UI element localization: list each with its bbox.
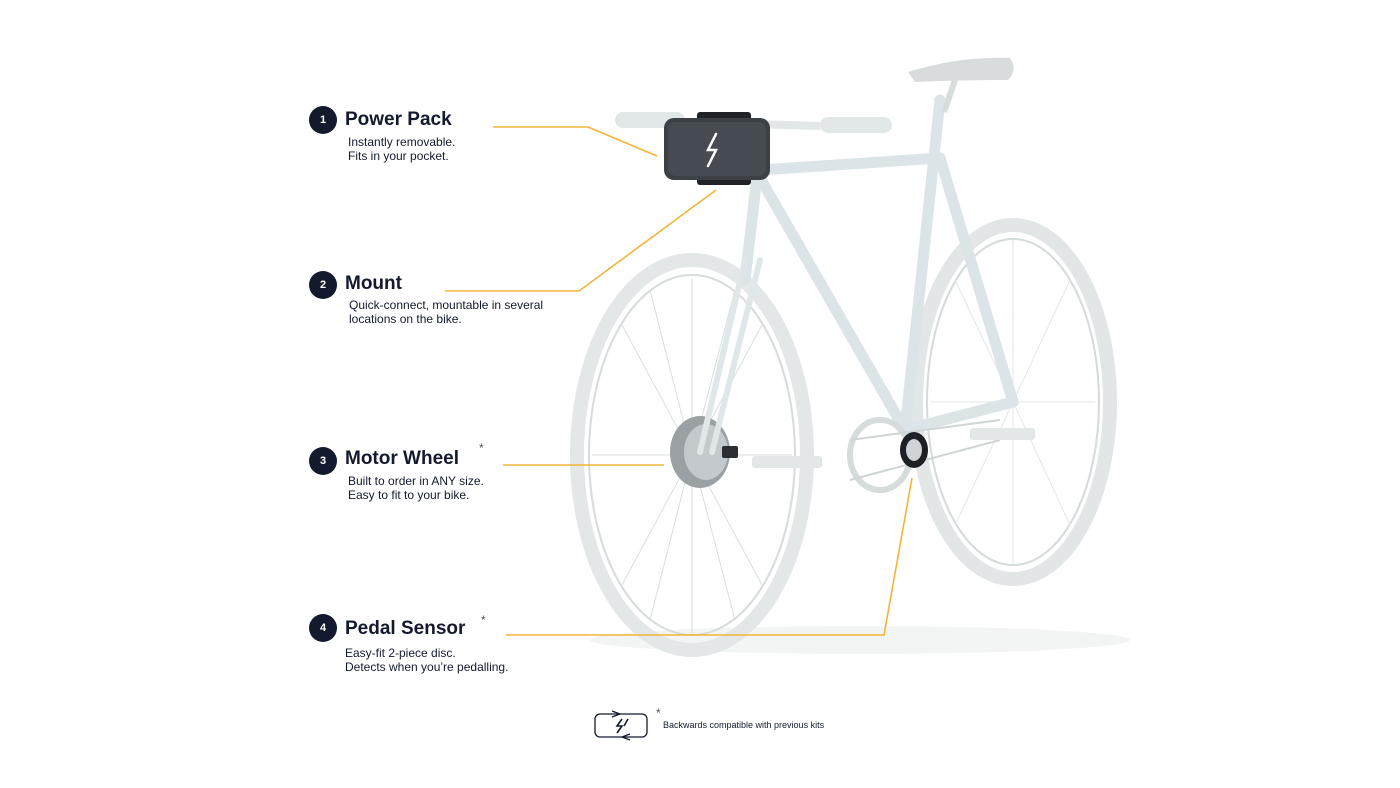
callout-number-badge: 3 [309, 447, 337, 475]
callout-title: Mount [345, 273, 402, 294]
callout-description-line: Quick-connect, mountable in several [349, 298, 544, 312]
callout-description-line: Built to order in ANY size. [348, 474, 484, 488]
asterisk-marker: * [479, 441, 484, 455]
callout-description-line: locations on the bike. [349, 312, 462, 326]
callout-number-badge: 1 [309, 106, 337, 134]
callout-title: Motor Wheel [345, 448, 459, 469]
callout-title: Power Pack [345, 109, 452, 130]
footer-asterisk: * [656, 706, 661, 720]
callout-number-badge: 4 [309, 614, 337, 642]
asterisk-marker: * [481, 613, 486, 627]
backwards-compatible-icon [594, 710, 648, 741]
power-pack-icon [664, 112, 770, 185]
callout-description-line: Easy-fit 2-piece disc. [345, 646, 456, 660]
callout-number-badge: 2 [309, 271, 337, 299]
footer-note: Backwards compatible with previous kits [663, 720, 825, 730]
callout-description-line: Detects when you’re pedalling. [345, 660, 509, 674]
rear-wheel [909, 218, 1117, 586]
callout-description-line: Easy to fit to your bike. [348, 488, 470, 502]
front-wheel [570, 253, 814, 657]
callout-description-line: Fits in your pocket. [348, 149, 449, 163]
callout-description-line: Instantly removable. [348, 135, 456, 149]
callout-title: Pedal Sensor [345, 618, 466, 639]
